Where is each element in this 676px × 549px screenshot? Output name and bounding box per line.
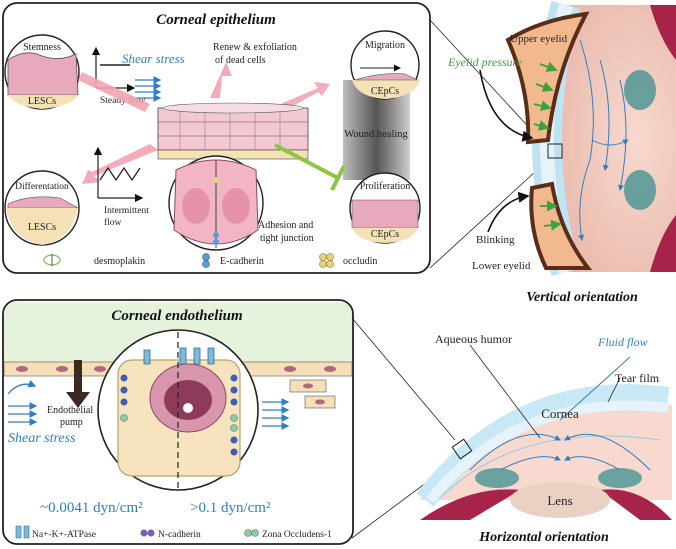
occludin-icon (319, 253, 334, 268)
tear-film-label: Tear film (615, 371, 660, 385)
legend-zona-occludens: Zona Occludens-1 (262, 530, 332, 540)
horizontal-zoom-box (451, 438, 473, 460)
endothelium-flow-lines (7, 379, 290, 430)
endothelial-pump-line2: pump (60, 417, 83, 428)
n-cadherin-icon (140, 529, 155, 537)
zona-occludens-icon (244, 529, 259, 537)
legend-n-cadherin: N-cadherin (158, 530, 201, 540)
renew-line1: Renew & exfoliation (213, 42, 297, 53)
epithelium-legend: desmoplakin E-cadherin occludin (43, 253, 377, 268)
e-cadherin-icon (202, 253, 210, 268)
vertical-zoom-box (547, 143, 563, 159)
intermittent-flow-graph: Intermittent flow (93, 146, 149, 228)
wound-healing-label: Wound healing (344, 129, 408, 140)
horizontal-orientation-caption: Horizontal orientation (478, 530, 609, 545)
endothelial-zoom-circle (97, 329, 259, 491)
proliferation-label: Proliferation (360, 181, 411, 192)
cepcs-bottom-label: CEpCs (371, 229, 399, 240)
endothelium-panel: Corneal endothelium (2, 299, 354, 545)
vertical-flow-lines (578, 39, 629, 241)
atpase-icon (15, 525, 30, 539)
lens-label: Lens (547, 493, 572, 508)
vertical-eye-diagram: Upper eyelid Eyelid pressure Blinking Lo… (447, 0, 676, 277)
migration-circle: Migration CEpCs (350, 30, 420, 100)
adhesion-line2: tight junction (260, 233, 314, 244)
horizontal-eye-diagram: Aqueous humor Fluid flow Tear film Corne… (416, 332, 672, 520)
fluid-flow-pointer (559, 356, 631, 421)
differentiation-label: Differentation (15, 181, 69, 192)
endothelium-legend: Na+-K+-ATPase N-cadherin Zona Occludens-… (15, 525, 332, 540)
proliferation-circle: Proliferation CEpCs (349, 172, 421, 244)
legend-desmoplakin: desmoplakin (94, 256, 145, 267)
shear-stress-top-label: Shear stress (122, 51, 185, 66)
inhibition-arrow (274, 143, 346, 191)
stemness-circle: Stemness LESCs (4, 34, 80, 110)
epithelium-title: Corneal epithelium (156, 12, 276, 28)
lescs-top-label: LESCs (28, 96, 56, 107)
adhesion-line1: Adhesion and (258, 220, 313, 231)
connector-line-bottom (429, 159, 549, 269)
endothelial-pump-line1: Endothelial (47, 405, 93, 416)
eyelid-pressure-arrows (533, 61, 562, 231)
shear-value-right: >0.1 dyn/cm² (190, 500, 271, 516)
tear-film-pointer (607, 377, 621, 403)
atpase-pumps (143, 347, 215, 365)
endothelium-title: Corneal endothelium (111, 308, 242, 324)
aqueous-humor-label: Aqueous humor (435, 332, 512, 346)
horizontal-flow-lines (469, 433, 651, 471)
differentiation-circle: Differentation LESCs (4, 170, 80, 246)
desmoplakin-icon (43, 254, 61, 266)
fluid-flow-label: Fluid flow (597, 335, 648, 349)
blink-down-arrow (479, 69, 534, 142)
shear-stress-bottom-label: Shear stress (8, 431, 76, 446)
legend-e-cadherin: E-cadherin (220, 256, 264, 267)
endothelial-pump-arrow (66, 360, 90, 408)
shear-value-left: ~0.0041 dyn/cm² (40, 500, 143, 516)
epithelium-panel: Corneal epithelium Stemness LESCs Steady… (2, 2, 431, 274)
connector-line-endo-top (351, 317, 456, 441)
lower-eyelid-label: Lower eyelid (472, 260, 531, 272)
epithelium-flow-lines (135, 76, 162, 102)
renew-line2: of dead cells (215, 55, 266, 66)
migration-label: Migration (365, 40, 405, 51)
legend-occludin: occludin (343, 256, 377, 267)
aqueous-pointer (469, 344, 541, 439)
cornea-label: Cornea (541, 406, 579, 421)
intermittent-line1: Intermittent (104, 206, 149, 216)
stemness-label: Stemness (23, 42, 61, 53)
upper-eyelid-label: Upper eyelid (510, 33, 568, 45)
legend-atpase: Na+-K+-ATPase (32, 530, 96, 540)
epithelium-cell-stack (157, 102, 309, 160)
lescs-bottom-label: LESCs (28, 222, 56, 233)
vertical-orientation-caption: Vertical orientation (526, 290, 638, 305)
eyelid-pressure-label: Eyelid pressure (447, 55, 523, 69)
intermittent-line2: flow (104, 217, 122, 228)
blink-up-arrow (487, 191, 530, 233)
blinking-label: Blinking (476, 234, 515, 246)
junction-cell-circle (168, 155, 264, 251)
cepcs-top-label: CEpCs (371, 86, 399, 97)
